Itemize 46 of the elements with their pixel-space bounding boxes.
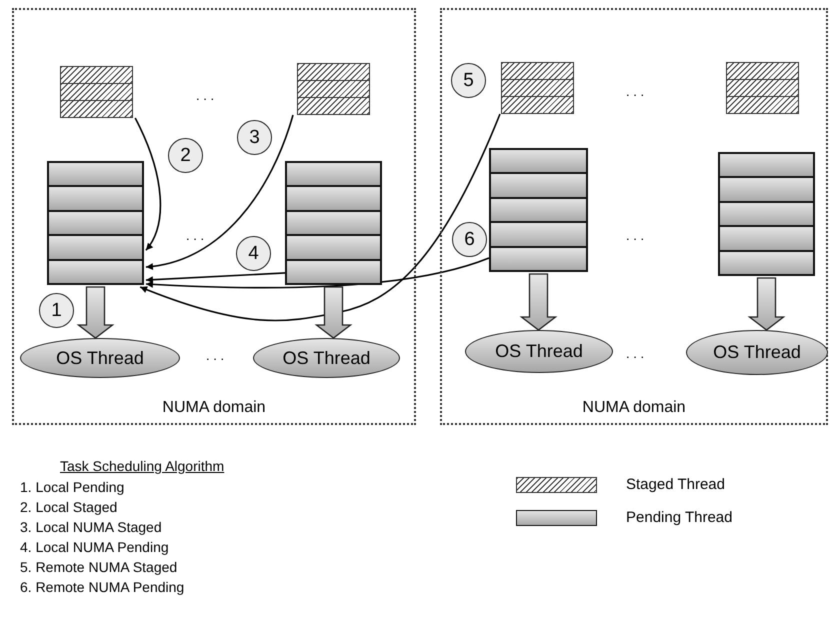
list-item: 1. Local Pending [20, 479, 124, 495]
list-heading: Task Scheduling Algorithm [60, 458, 224, 474]
staged-thread-queue [60, 66, 133, 118]
staged-thread-queue [726, 62, 799, 114]
list-item: 5. Remote NUMA Staged [20, 559, 178, 575]
arrow [146, 272, 286, 284]
ellipsis: . . . [186, 228, 204, 243]
ellipsis: . . . [626, 84, 644, 99]
step-number-circle: 4 [236, 236, 271, 271]
step-number-circle: 5 [451, 63, 486, 98]
step-number-circle: 6 [452, 222, 487, 257]
arrow [134, 118, 162, 251]
list-item: 3. Local NUMA Staged [20, 519, 162, 535]
pending-thread-queue [489, 148, 588, 272]
arrow [140, 114, 501, 322]
ellipsis: . . . [196, 88, 214, 103]
os-thread-ellipse: OS Thread [686, 330, 828, 375]
step-number-circle: 3 [237, 120, 272, 155]
block-arrow [748, 277, 786, 331]
legend-label: Staged Thread [626, 476, 725, 493]
block-arrow [520, 273, 558, 331]
block-arrow [314, 286, 352, 339]
ellipsis: . . . [206, 348, 224, 363]
arrow [146, 257, 490, 288]
staged-thread-queue [501, 62, 574, 114]
domain-title: NUMA domain [161, 399, 267, 417]
pending-thread-queue [47, 161, 144, 285]
os-thread-ellipse: OS Thread [20, 338, 180, 378]
legend-label: Pending Thread [626, 509, 732, 526]
step-number-circle: 1 [39, 293, 74, 328]
pending-thread-queue [285, 161, 382, 285]
os-thread-ellipse: OS Thread [253, 338, 400, 378]
staged-thread-queue [297, 63, 370, 115]
list-item: 4. Local NUMA Pending [20, 539, 169, 555]
list-item: 6. Remote NUMA Pending [20, 579, 184, 595]
block-arrow [76, 286, 114, 339]
step-number-circle: 2 [168, 138, 203, 173]
ellipsis: . . . [626, 346, 644, 361]
pending-thread-queue [718, 152, 815, 276]
numa-domain-frame [12, 8, 416, 425]
os-thread-ellipse: OS Thread [465, 330, 613, 373]
arrow [146, 114, 294, 270]
numa-domain-frame [440, 8, 828, 425]
ellipsis: . . . [626, 228, 644, 243]
list-item: 2. Local Staged [20, 499, 118, 515]
domain-title: NUMA domain [581, 399, 687, 417]
